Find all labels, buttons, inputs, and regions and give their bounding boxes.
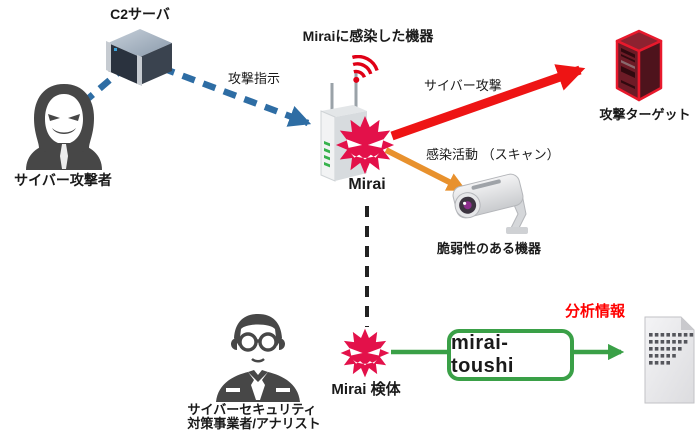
attack-target-server-icon <box>615 29 663 102</box>
mirai-sample-label: Mirai 検体 <box>331 381 401 398</box>
pipeline-box-label: mirai-toushi <box>451 332 514 377</box>
malware-starburst-icon <box>335 115 395 175</box>
analyst-person-icon <box>216 314 300 402</box>
attack-order-label: 攻撃指示 <box>228 71 281 86</box>
mirai-toushi-pipeline-box: mirai-toushi <box>447 329 574 381</box>
analyst-label-line2: 対策事業者/アナリスト <box>187 416 321 431</box>
wifi-signal-icon <box>351 55 379 83</box>
cyber-attack-arrow <box>390 64 586 141</box>
c2-server-label: C2サーバ <box>110 6 170 22</box>
attacker-label: サイバー攻撃者 <box>14 172 112 188</box>
c2-server-icon <box>106 29 172 86</box>
scan-activity-label: 感染活動 （スキャン） <box>426 147 560 162</box>
infected-device-title: Miraiに感染した機器 <box>302 28 434 44</box>
vulnerable-device-label: 脆弱性のある機器 <box>436 241 541 256</box>
report-document-icon <box>644 316 695 404</box>
scan-activity-arrow <box>384 147 467 192</box>
mirai-label: Mirai <box>348 176 386 193</box>
hooded-hacker-icon <box>26 84 102 170</box>
attack-target-label: 攻撃ターゲット <box>599 107 691 122</box>
c2-to-router-command-arrow <box>160 64 312 127</box>
malware-sample-starburst-icon <box>340 328 390 378</box>
analysis-info-label: 分析情報 <box>565 303 626 320</box>
analyst-label-line1: サイバーセキュリティ <box>187 402 317 417</box>
cyber-attack-label: サイバー攻撃 <box>424 78 502 93</box>
security-camera-icon <box>452 173 528 234</box>
